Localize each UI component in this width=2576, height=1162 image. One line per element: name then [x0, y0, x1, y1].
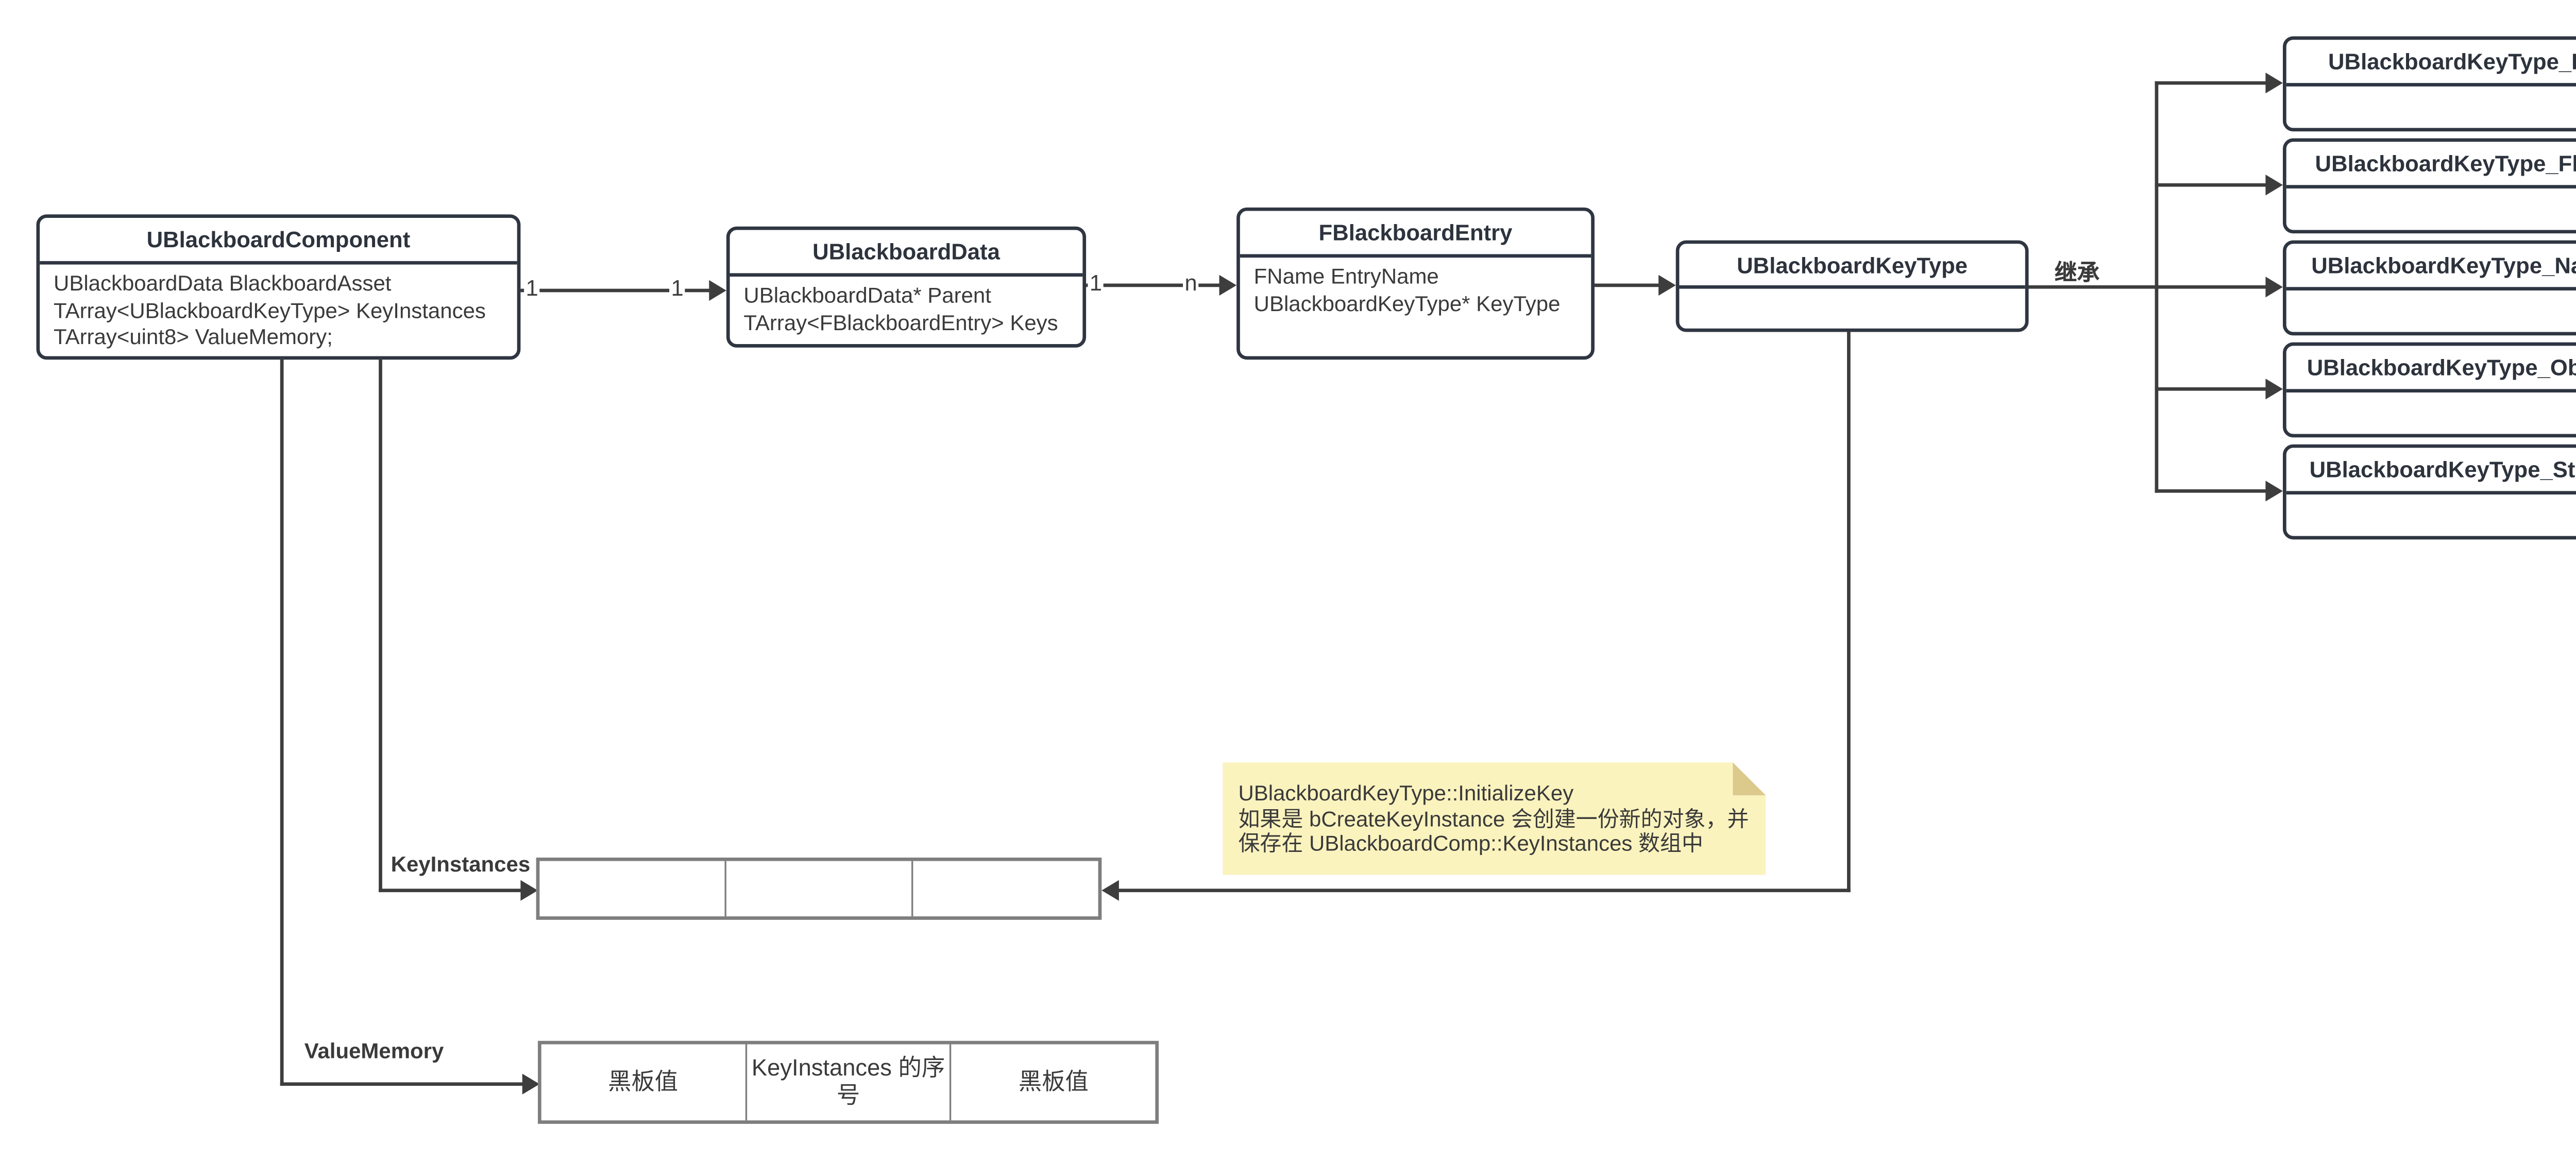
- class-title-ublackboardkeytype-string: UBlackboardKeyType_String: [2286, 448, 2576, 495]
- connector-data-to-entry: [1086, 283, 1221, 287]
- class-field: TArray<FBlackboardEntry> Keys: [743, 310, 1058, 335]
- class-box-ublackboardkeytype-int: UBlackboardKeyType_Int: [2282, 36, 2576, 132]
- class-box-fblackboardentry: FBlackboardEntry FName EntryName UBlackb…: [1236, 207, 1595, 360]
- connector-keytype-to-keyinstances: [1115, 888, 1851, 893]
- arrowhead-into-entry-icon: [1219, 275, 1237, 296]
- arrowhead-into-object-icon: [2265, 379, 2283, 400]
- keyinstances-cell: [726, 861, 913, 917]
- arrowhead-into-string-icon: [2265, 481, 2283, 502]
- note-line: UBlackboardKeyType::InitializeKey: [1238, 781, 1574, 806]
- class-title-ublackboardkeytype: UBlackboardKeyType: [1679, 244, 2025, 289]
- keyinstances-array: [536, 857, 1102, 920]
- class-title-ublackboardcomponent: UBlackboardComponent: [40, 218, 517, 265]
- multiplicity-data-one: 1: [1088, 270, 1104, 296]
- class-field: FName EntryName: [1253, 264, 1439, 289]
- class-field: UBlackboardKeyType* KeyType: [1253, 291, 1561, 316]
- arrowhead-into-valuememory-icon: [522, 1073, 540, 1095]
- multiplicity-entry-n: n: [1183, 270, 1199, 296]
- connector-branch-int: [2155, 81, 2267, 85]
- class-field: UBlackboardData* Parent: [743, 283, 991, 308]
- class-box-ublackboardkeytype-object: UBlackboardKeyType_Object: [2282, 342, 2576, 438]
- class-title-fblackboardentry: FBlackboardEntry: [1240, 211, 1591, 258]
- class-field: TArray<uint8> ValueMemory;: [54, 325, 333, 350]
- note-line: 如果是 bCreateKeyInstance 会创建一份新的对象，并: [1238, 807, 1749, 831]
- connector-inheritance-trunk: [2155, 81, 2159, 493]
- connector-component-valuememory-vertical: [280, 357, 284, 1086]
- class-title-ublackboardkeytype-name: UBlackboardKeyType_Name: [2286, 244, 2576, 290]
- valuememory-array: 黑板值 KeyInstances 的序号 黑板值: [537, 1040, 1159, 1124]
- keyinstances-cell: [913, 861, 1098, 916]
- arrowhead-into-keyinstances-right-icon: [1101, 880, 1119, 901]
- valuememory-label: ValueMemory: [304, 1039, 444, 1064]
- class-box-ublackboardkeytype-name: UBlackboardKeyType_Name: [2282, 240, 2576, 336]
- arrowhead-into-keytype-icon: [1658, 275, 1676, 296]
- multiplicity-data-side: 1: [669, 276, 686, 301]
- connector-entry-to-keytype: [1594, 283, 1660, 287]
- class-title-ublackboardkeytype-int: UBlackboardKeyType_Int: [2286, 40, 2576, 87]
- arrowhead-into-float-icon: [2265, 175, 2283, 196]
- sticky-note: UBlackboardKeyType::InitializeKey 如果是 bC…: [1223, 762, 1766, 875]
- note-line: 保存在 UBlackboardComp::KeyInstances 数组中: [1238, 832, 1703, 857]
- valuememory-cell: KeyInstances 的序号: [747, 1044, 952, 1121]
- note-folded-corner-icon: [1733, 762, 1766, 796]
- class-box-ublackboardkeytype: UBlackboardKeyType: [1675, 240, 2029, 332]
- class-title-ublackboarddata: UBlackboardData: [730, 230, 1083, 277]
- class-field: TArray<UBlackboardKeyType> KeyInstances: [54, 298, 486, 323]
- class-title-ublackboardkeytype-object: UBlackboardKeyType_Object: [2286, 346, 2576, 392]
- connector-branch-float: [2155, 183, 2267, 187]
- class-box-ublackboardcomponent: UBlackboardComponent UBlackboardData Bla…: [36, 214, 521, 360]
- valuememory-cell: 黑板值: [541, 1044, 747, 1121]
- arrowhead-into-data-icon: [709, 280, 726, 301]
- connector-component-to-data: [520, 288, 713, 293]
- keyinstances-cell: [539, 861, 726, 917]
- connector-branch-string: [2155, 489, 2267, 493]
- class-title-ublackboardkeytype-float: UBlackboardKeyType_Float: [2286, 142, 2576, 189]
- connector-component-keyinstances-horizontal: [379, 888, 522, 893]
- class-field: UBlackboardData BlackboardAsset: [54, 271, 392, 296]
- class-box-ublackboarddata: UBlackboardData UBlackboardData* Parent …: [726, 226, 1087, 348]
- connector-keytype-down-vertical: [1847, 332, 1851, 893]
- keyinstances-label: KeyInstances: [391, 852, 531, 877]
- connector-keytype-main: [2028, 285, 2267, 289]
- multiplicity-component-side: 1: [524, 276, 540, 301]
- arrowhead-into-name-icon: [2265, 277, 2283, 298]
- valuememory-cell: 黑板值: [1018, 1068, 1089, 1095]
- class-box-ublackboardkeytype-float: UBlackboardKeyType_Float: [2282, 138, 2576, 234]
- connector-branch-object: [2155, 387, 2267, 391]
- connector-component-valuememory-horizontal: [280, 1082, 524, 1086]
- inheritance-label: 继承: [2054, 259, 2100, 285]
- arrowhead-into-int-icon: [2265, 72, 2283, 94]
- arrowhead-into-keyinstances-icon: [520, 880, 538, 901]
- class-box-ublackboardkeytype-string: UBlackboardKeyType_String: [2282, 444, 2576, 540]
- connector-component-keyinstances-vertical: [379, 357, 382, 893]
